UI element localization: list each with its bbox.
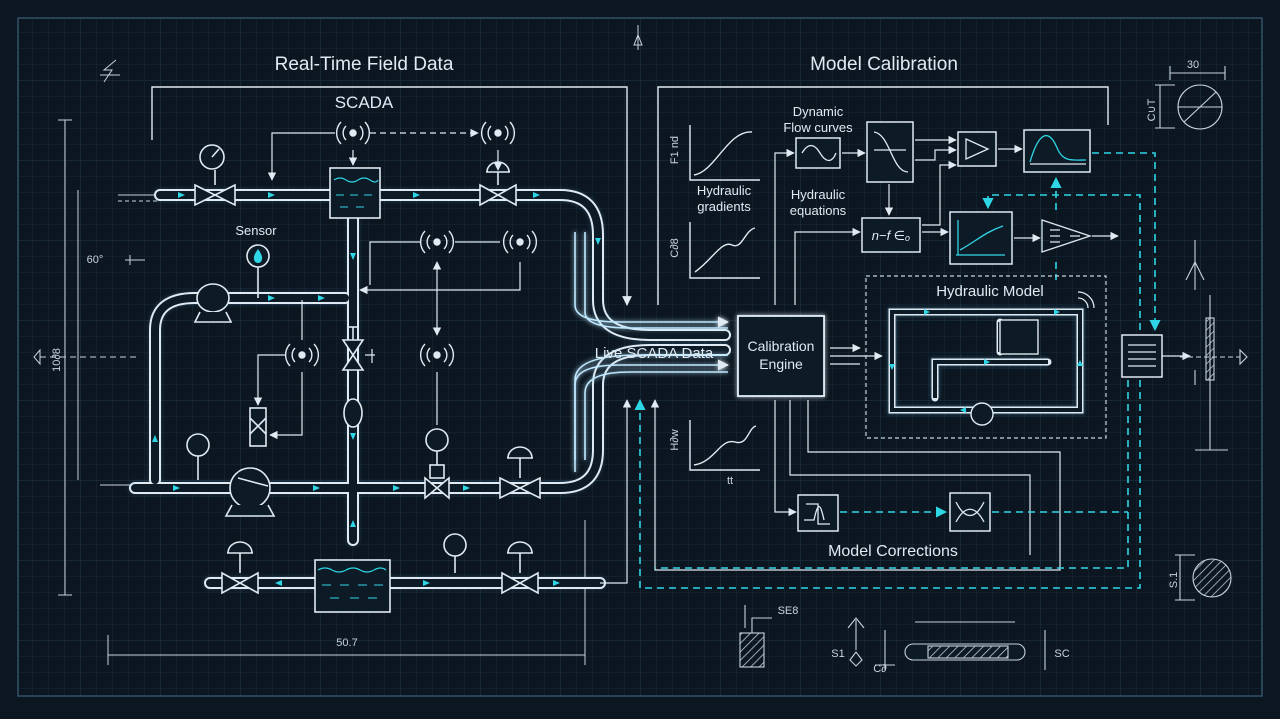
header-real-time-field-data: Real-Time Field Data [275, 54, 454, 75]
dimension-left-vertical: 10∂8 [51, 348, 63, 372]
block-amplifier [957, 131, 997, 167]
dimension-angle: 60° [87, 254, 104, 266]
graphs [689, 125, 760, 471]
engine-output-arrows [830, 343, 883, 365]
wireless-signal-icon-2 [480, 121, 516, 145]
calibration-blocks [795, 121, 1163, 532]
return-lines [600, 399, 632, 584]
top-center-marker [633, 25, 643, 50]
live-scada-data-label: Live SCADA Data [595, 345, 714, 362]
sensor-label: Sensor [235, 223, 277, 238]
valve-top-left [194, 183, 236, 207]
valves [194, 161, 541, 595]
hydraulic-model-label: Hydraulic Model [936, 283, 1044, 300]
wireless-signal-icon-5 [284, 343, 320, 367]
equation-glyph: n−f ∈ₒ [872, 228, 911, 243]
hydraulic-gradients-line1: Hydraulic [697, 183, 752, 198]
block-correction-2 [949, 492, 991, 532]
pump-bottom-icon [229, 467, 271, 509]
field-signal-lines [253, 128, 521, 440]
wireless-signals [284, 121, 538, 367]
block-output [1121, 334, 1163, 378]
dimension-bottom-length: 50.7 [336, 637, 357, 649]
block-graph [949, 211, 1013, 265]
model-corrections-label: Model Corrections [828, 543, 958, 560]
block-wave [795, 137, 841, 169]
scada-tank [329, 167, 381, 219]
flow-meter-icon [186, 433, 210, 457]
block-glyphs [801, 131, 1156, 525]
detail-drawings [739, 66, 1248, 670]
check-valve-icon [343, 398, 363, 428]
wireless-signal-icon-3 [419, 230, 455, 254]
graph2-axis-label: C∂8 [669, 238, 681, 258]
dynamic-flow-line2: Flow curves [783, 120, 853, 135]
valve-bottom-left [221, 571, 259, 595]
calibration-engine-box: Calibration Engine [737, 315, 825, 397]
pump-top-icon [196, 283, 230, 313]
reservoir-tank [314, 559, 391, 613]
calibration-lines [650, 135, 1191, 571]
detail-sc-label: SC [1054, 648, 1069, 660]
wireless-signal-icon-6 [419, 343, 455, 367]
valve-mid [424, 476, 450, 500]
pipe-network [129, 189, 731, 589]
graph-gradient-2 [689, 222, 760, 279]
engine-label-line1: Calibration [748, 338, 815, 354]
hydraulic-gradients-line2: gradients [697, 199, 751, 214]
detail-side-label: C∪T [1146, 98, 1158, 121]
meter-mid-icon [425, 428, 449, 452]
graph1-axis-label: F1 nd [669, 136, 681, 164]
feedback-lines [634, 152, 1161, 589]
detail-callout-label: SE8 [778, 605, 799, 617]
header-model-calibration: Model Calibration [810, 54, 958, 75]
detail-top-right-label: 30 [1187, 59, 1199, 71]
hydraulic-model-panel: Hydraulic Model [865, 275, 1107, 439]
wireless-signal-icon-1 [335, 121, 371, 145]
hydraulic-equations-line2: equations [790, 203, 847, 218]
dimension-lines [33, 59, 586, 665]
wireless-signal-icon-4 [502, 230, 538, 254]
hydraulic-equations-line1: Hydraulic [791, 187, 846, 202]
detail-c-label: C∂ [873, 663, 887, 675]
scada-label: SCADA [335, 93, 394, 112]
graph-flow-curve-1 [689, 125, 760, 181]
block-scope [1023, 129, 1091, 173]
valve-top-right [479, 183, 517, 207]
graph-3 [689, 420, 760, 471]
meter-bottom-icon [443, 533, 467, 557]
block-correction-1 [797, 494, 839, 532]
section-frames [151, 86, 1109, 306]
graph3-tick-label: tt [727, 475, 733, 487]
valve-bottom-center [501, 571, 539, 595]
valve-bottom-right [499, 476, 541, 500]
graph3-axis-label: H∂w [669, 429, 681, 450]
block-equation [861, 217, 921, 253]
detail-s1-label: S1 [831, 648, 844, 660]
instruments [186, 144, 467, 573]
dynamic-flow-line1: Dynamic [793, 104, 844, 119]
engine-label-line2: Engine [759, 356, 803, 372]
detail-lower-right-label: S.1 [1168, 572, 1180, 589]
